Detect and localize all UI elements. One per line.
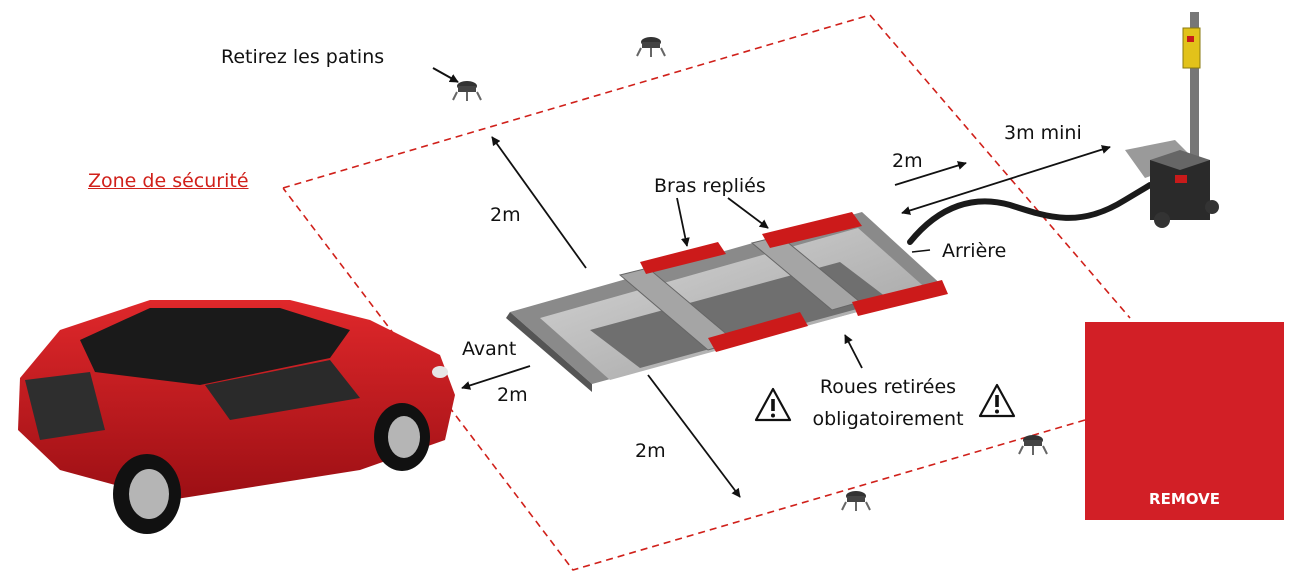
remove-label: REMOVE	[1085, 490, 1284, 508]
arrow-arms-1	[677, 198, 687, 246]
warning-icon-right	[980, 385, 1014, 416]
power-unit	[1125, 12, 1219, 228]
label-wheels-line2: obligatoirement	[803, 410, 973, 429]
arrow-wheels	[845, 335, 862, 368]
label-min-distance: 3m mini	[1004, 124, 1082, 143]
arrow-remove-pads	[433, 68, 458, 82]
lift-pad-2	[637, 37, 665, 57]
hydraulic-hose	[910, 185, 1150, 242]
label-dist-bottom: 2m	[635, 442, 666, 461]
arrow-rear	[912, 250, 930, 252]
label-front: Avant	[462, 340, 516, 359]
label-safety-zone: Zone de sécurité	[88, 172, 249, 191]
arrow-2m-left	[492, 137, 586, 268]
label-dist-top-right: 2m	[892, 152, 923, 171]
label-dist-left: 2m	[490, 206, 521, 225]
label-rear: Arrière	[942, 242, 1006, 261]
label-wheels-line1: Roues retirées	[803, 378, 973, 397]
lift-pad-1	[453, 81, 481, 101]
car-illustration	[18, 300, 455, 534]
lift-platform	[506, 212, 948, 392]
warning-icon-left	[756, 389, 790, 420]
arrow-arms-2	[728, 198, 768, 228]
arrow-2m-bottom	[648, 375, 740, 497]
label-arms-folded: Bras repliés	[654, 177, 766, 196]
label-remove-pads: Retirez les patins	[221, 48, 384, 67]
lift-pad-4	[842, 491, 870, 511]
label-dist-front: 2m	[497, 386, 528, 405]
remove-panel: REMOVE	[1085, 322, 1284, 520]
